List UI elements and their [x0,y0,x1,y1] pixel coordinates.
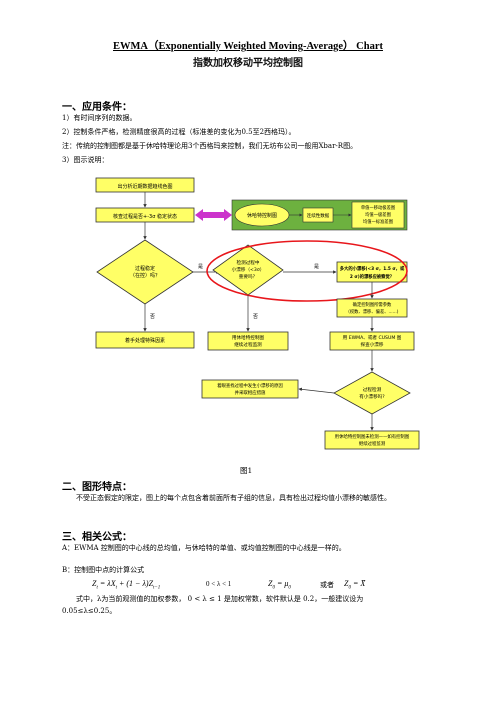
flow-bottom-line-1: 用休哈特控制图未检测——如有控制图 [335,433,410,440]
flow-small-shift-line-2: 小漂移（<3σ） [232,266,265,273]
flow-small-shift-line-1: 检测过程中 [237,259,260,266]
flow-magenta-arrow [195,209,232,221]
section1-item-1: 1）有时间序列的数据。 [62,114,137,122]
section1-item-2: 2）控制条件严格，检测精度很高的过程（标准差的变化为0.5至2西格玛）。 [62,128,296,136]
flow-action-line-1: 着眼查找过程中发生小漂移的原因 [217,382,283,389]
flow-action-line-2: 并采取相应措施 [235,389,266,396]
flow-process-line-2: 有小漂移吗? [359,393,385,400]
section2-text: 不受正态假定的限定，图上的每个点包含着前面所有子组的信息，具有检出过程均值小漂移… [76,494,391,502]
formula-main: Zt = λXt + (1 − λ)Zt−1 [92,579,161,591]
flow-no-label-2: 否 [253,314,258,320]
flow-small-shift-line-3: 重要吗？ [239,273,257,280]
flow-top-box-text: 出分析近期数据趋线色图 [117,183,172,190]
formula-note-line-1: 式中，λ为当前观测值的加权参数， 0 < λ ≤ 1 是加权常数，软件默认是 0… [76,595,364,603]
flow-ewma-line-1: 用 EWMA、或者 CUSUM 图 [343,334,402,341]
flow-left-action-box [95,331,195,349]
title-english: EWMA（Exponentially Weighted Moving-Avera… [113,41,383,52]
flow-process-line-1: 过程检测 [363,386,382,393]
formula-range: 0 < λ < 1 [206,580,232,588]
section2-heading: 二、图形特点： [62,482,132,493]
flow-bottom-line-2: 继续过程监测 [359,440,386,447]
flow-continuous-label: 连续性数据 [307,212,330,219]
flow-right-result-line-1: 多大的小漂移(<3 σ，1.5 σ，或 [340,265,405,272]
formula-z0-xbar: Z0 = X̄ [344,579,366,591]
flow-right-top-box [351,201,405,229]
figure-caption: 图1 [240,466,253,475]
flow-middle-action-line-2: 继续过程监测 [234,341,262,348]
formula-or: 或者 [320,581,334,589]
flow-middle-action-box [207,331,289,351]
flow-right-top-line-3: 均值一标准差图 [363,218,393,225]
flow-yes-label-2: 是 [314,264,319,270]
section1-item-3: 3）图示说明： [62,156,109,164]
flow-left-action-text: 着手处理特殊因素 [125,337,165,344]
flow-shewhart-label: 休哈特控制图 [247,212,277,219]
title-chinese: 指数加权移动平均控制图 [193,58,303,69]
flow-red-highlight-ellipse [206,240,408,302]
flow-action-box [201,379,299,399]
flow-judge-box-text: 核查过程是否+-3σ 稳定状态 [113,213,177,220]
flow-right-top-line-1: 单值一移动极差图 [361,204,395,211]
section3-heading: 三、相关公式： [62,532,132,543]
flow-stable-line-2: （在控）吗？ [130,272,160,279]
flow-param-line-1: 确定控制图所需参数 [353,301,392,308]
flow-middle-action-line-1: 用休哈特控制图 [232,334,265,341]
section1-heading: 一、应用条件： [62,102,132,113]
flow-yes-label-1: 是 [198,264,203,270]
section3-a: A：EWMA 控制图的中心线的总均值，与休哈特的单值、或均值控制图的中心线是一样… [62,544,346,552]
flow-no-label-1: 否 [150,314,155,320]
formula-z0: Z0 = μ0 [268,579,291,591]
flow-right-result-line-2: 2 σ)的漂移应被察觉？ [350,273,394,280]
flow-process-diamond [333,371,411,415]
section3-b: B：控制图中点的计算公式 [62,566,145,574]
flow-right-top-line-2: 均值一极差图 [365,211,391,218]
flow-stable-diamond [96,239,194,305]
flow-ewma-line-2: 探查小漂移 [361,341,384,348]
flow-param-line-2: （权数、漂移、偏差、......) [346,308,399,315]
flow-bottom-box [324,430,420,450]
flow-stable-line-1: 过程稳定 [135,265,155,272]
formula-note-line-2: 0.05≤λ≤0.25。 [62,607,117,615]
section1-note: 注：传统的控制图都是基于休哈特理论用3个西格玛来控制，我们无坊布公司一般用Xba… [62,142,358,150]
